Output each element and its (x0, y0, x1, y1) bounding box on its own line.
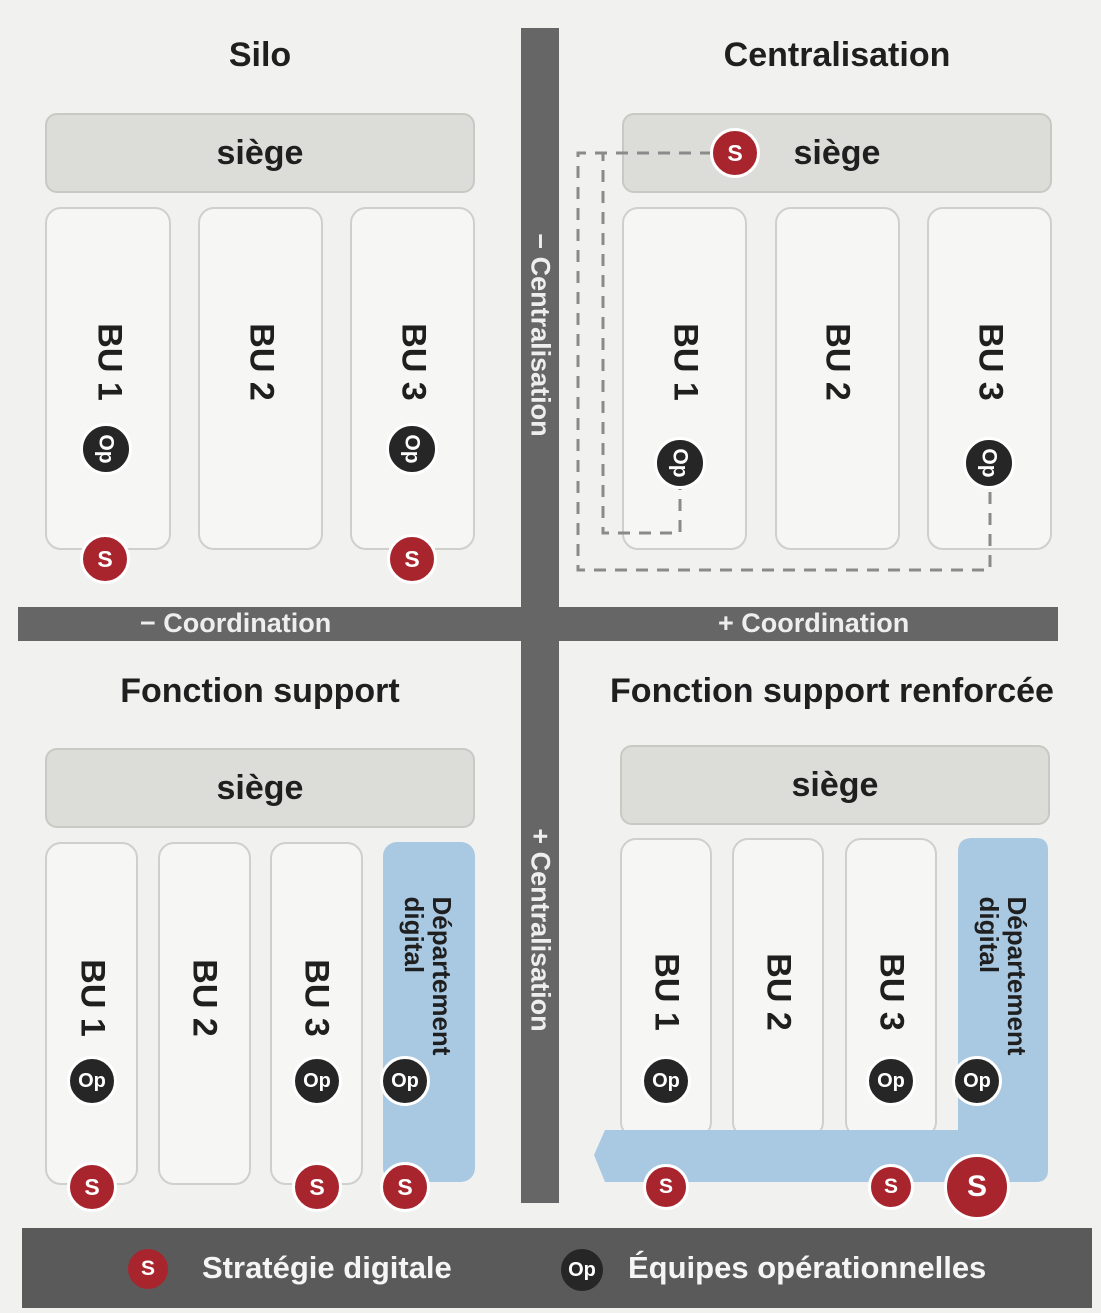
strategy-badge-text: S (84, 1173, 100, 1200)
bu-box-silo-3 (350, 207, 475, 550)
ops-badge-renforcee-dept: Op (952, 1056, 1002, 1106)
ops-badge-fonction-support-bu3: Op (292, 1056, 342, 1106)
ops-badge-renforcee-bu1: Op (641, 1056, 691, 1106)
siege-box-silo: siège (45, 113, 475, 193)
strategy-badge-text: S (140, 1257, 155, 1280)
strategy-badge-text: S (966, 1170, 987, 1203)
axis-label-minus-coordination: − Coordination (140, 608, 332, 638)
bu-label-fonction-support-renforcee-3: BU 3 (872, 953, 911, 1031)
strategy-badge-fonction-support-bu3: S (292, 1162, 342, 1212)
bu-label-fonction-support-renforcee-2: BU 2 (759, 953, 798, 1031)
ops-badge-centralisation-bu3: Op (963, 437, 1015, 489)
ops-badge-text: Op (78, 1069, 106, 1092)
department-digital-box-fonction-support (383, 842, 475, 1182)
siege-label: siège (791, 765, 879, 804)
bu-label-fonction-support-2: BU 2 (185, 959, 224, 1037)
ops-badge-renforcee-bu3: Op (866, 1056, 916, 1106)
axis-label-plus-coordination: + Coordination (718, 608, 910, 638)
department-digital-label-fonction-support-renforcee: Département digital (974, 896, 1032, 1056)
bu-box-silo-1 (45, 207, 171, 550)
ops-badge-silo-bu3: Op (386, 423, 438, 475)
siege-box-centralisation: siège (622, 113, 1052, 193)
siege-label: siège (216, 768, 304, 807)
bu-label-centralisation-2: BU 2 (818, 323, 857, 401)
quadrant-title-fonction-support-renforcee: Fonction support renforcée (610, 672, 1054, 710)
quadrant-title-silo: Silo (228, 36, 292, 74)
bu-box-fonction-support-1 (45, 842, 138, 1185)
ops-badge-text: Op (668, 448, 692, 478)
bu-label-fonction-support-renforcee-1: BU 1 (647, 953, 686, 1031)
legend-ops-label: Équipes opérationnelles (628, 1250, 987, 1285)
bu-label-silo-1: BU 1 (90, 323, 129, 401)
ops-badge-fonction-support-dept: Op (380, 1056, 430, 1106)
strategy-badge-silo-bu3: S (387, 534, 437, 584)
strategy-badge-text: S (97, 545, 113, 572)
quadrant-title-centralisation: Centralisation (723, 36, 951, 74)
bu-label-silo-2: BU 2 (242, 323, 281, 401)
ops-badge-text: Op (977, 448, 1001, 478)
legend-ops-icon: Op (558, 1246, 606, 1294)
bu-label-centralisation-3: BU 3 (971, 323, 1010, 401)
bu-box-silo-2 (198, 207, 323, 550)
strategy-badge-text: S (658, 1175, 673, 1198)
strategy-badge-silo-bu1: S (80, 534, 130, 584)
department-digital-label-fonction-support: Département digital (399, 896, 457, 1056)
ops-badge-text: Op (652, 1069, 680, 1092)
strategy-badge-fonction-support-bu1: S (67, 1162, 117, 1212)
legend-strategy-icon: S (125, 1246, 171, 1292)
siege-box-fonction-support-renforcee: siège (620, 745, 1050, 825)
horizontal-axis (18, 607, 1058, 641)
ops-badge-text: Op (391, 1069, 419, 1092)
strategy-badge-text: S (883, 1175, 898, 1198)
bu-label-centralisation-1: BU 1 (666, 323, 705, 401)
ops-badge-centralisation-bu1: Op (654, 437, 706, 489)
strategy-badge-fonction-support-dept: S (380, 1162, 430, 1212)
strategy-badge-renforcee-bu1: S (643, 1164, 689, 1210)
ops-badge-text: Op (94, 434, 118, 464)
bu-label-fonction-support-3: BU 3 (297, 959, 336, 1037)
strategy-badge-centralisation-siege: S (710, 128, 760, 178)
ops-badge-fonction-support-bu1: Op (67, 1056, 117, 1106)
ops-badge-text: Op (303, 1069, 331, 1092)
legend-strategy-label: Stratégie digitale (202, 1250, 452, 1285)
axis-label-minus-centralisation: − Centralisation (525, 233, 556, 437)
bu-box-fonction-support-2 (158, 842, 251, 1185)
legend-bar: S Stratégie digitale Op Équipes opératio… (22, 1228, 1092, 1308)
strategy-badge-renforcee-dept-large: S (944, 1154, 1010, 1220)
axis-label-plus-centralisation: + Centralisation (525, 828, 556, 1032)
ops-badge-text: Op (963, 1069, 991, 1092)
strategy-badge-text: S (404, 545, 420, 572)
bu-label-silo-3: BU 3 (394, 323, 433, 401)
bu-box-fonction-support-3 (270, 842, 363, 1185)
siege-label: siège (216, 133, 304, 172)
ops-badge-text: Op (877, 1069, 905, 1092)
ops-badge-text: Op (568, 1258, 596, 1281)
bu-label-fonction-support-1: BU 1 (73, 959, 112, 1037)
siege-box-fonction-support: siège (45, 748, 475, 828)
strategy-badge-text: S (397, 1173, 413, 1200)
siege-label: siège (793, 133, 881, 172)
strategy-badge-renforcee-bu3: S (868, 1164, 914, 1210)
quadrant-title-fonction-support: Fonction support (120, 672, 400, 710)
ops-badge-silo-bu1: Op (80, 423, 132, 475)
strategy-badge-text: S (309, 1173, 325, 1200)
strategy-badge-text: S (727, 139, 743, 166)
ops-badge-text: Op (400, 434, 424, 464)
